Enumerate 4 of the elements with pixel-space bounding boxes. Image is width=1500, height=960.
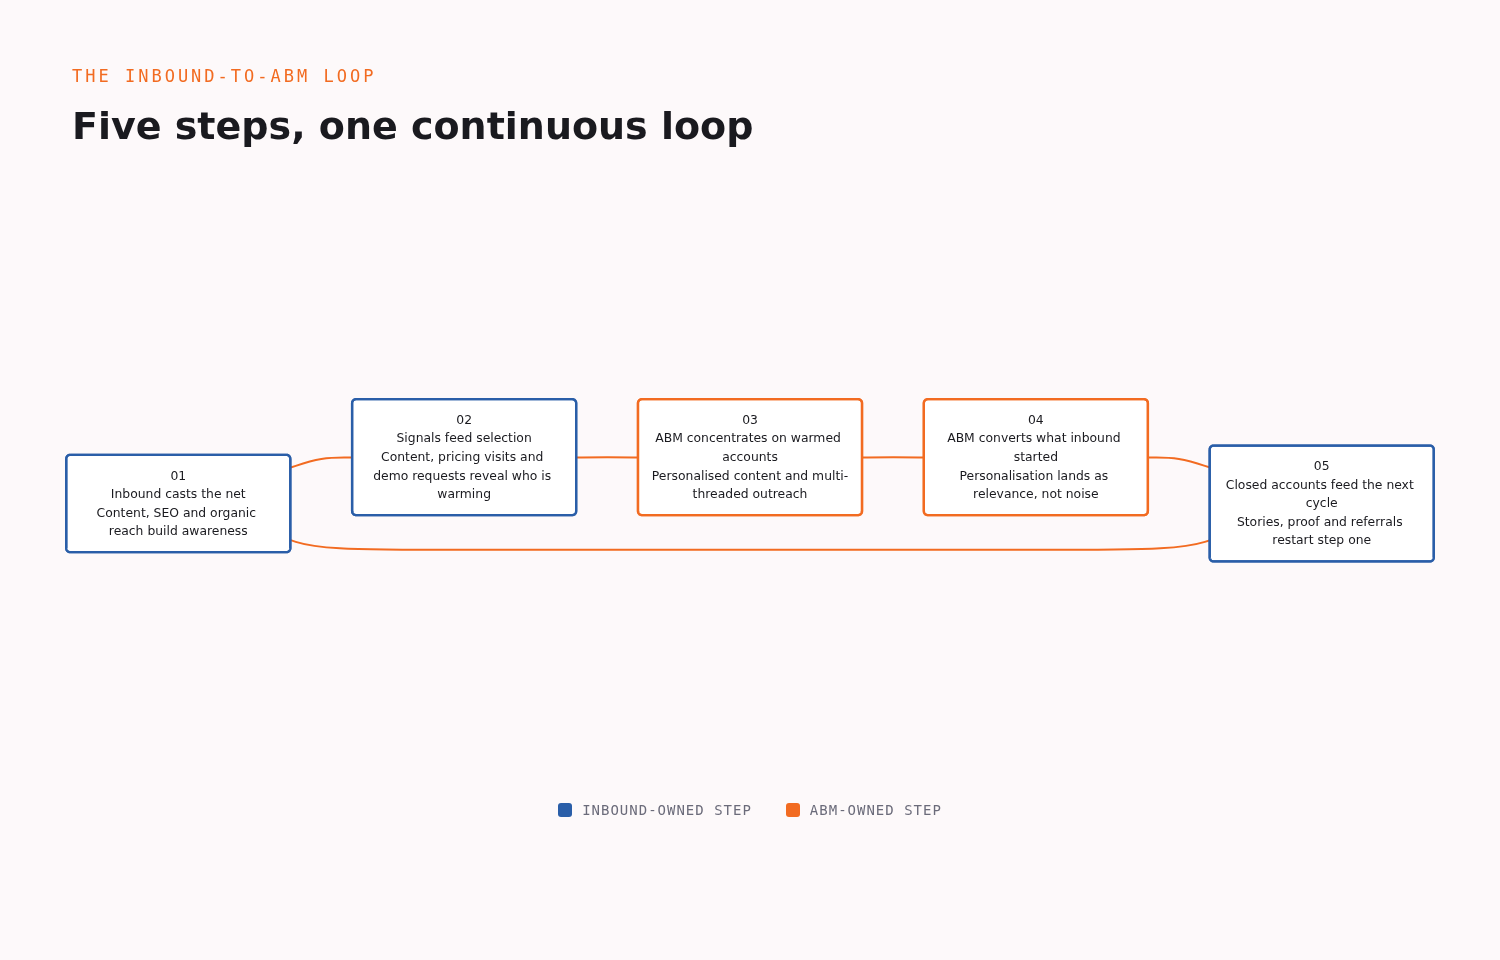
title: Five steps, one continuous loop <box>72 104 754 148</box>
legend-label: ABM-OWNED STEP <box>809 802 942 818</box>
eyebrow-text: THE INBOUND-TO-ABM LOOP <box>72 66 377 86</box>
legend-label: INBOUND-OWNED STEP <box>582 802 752 818</box>
